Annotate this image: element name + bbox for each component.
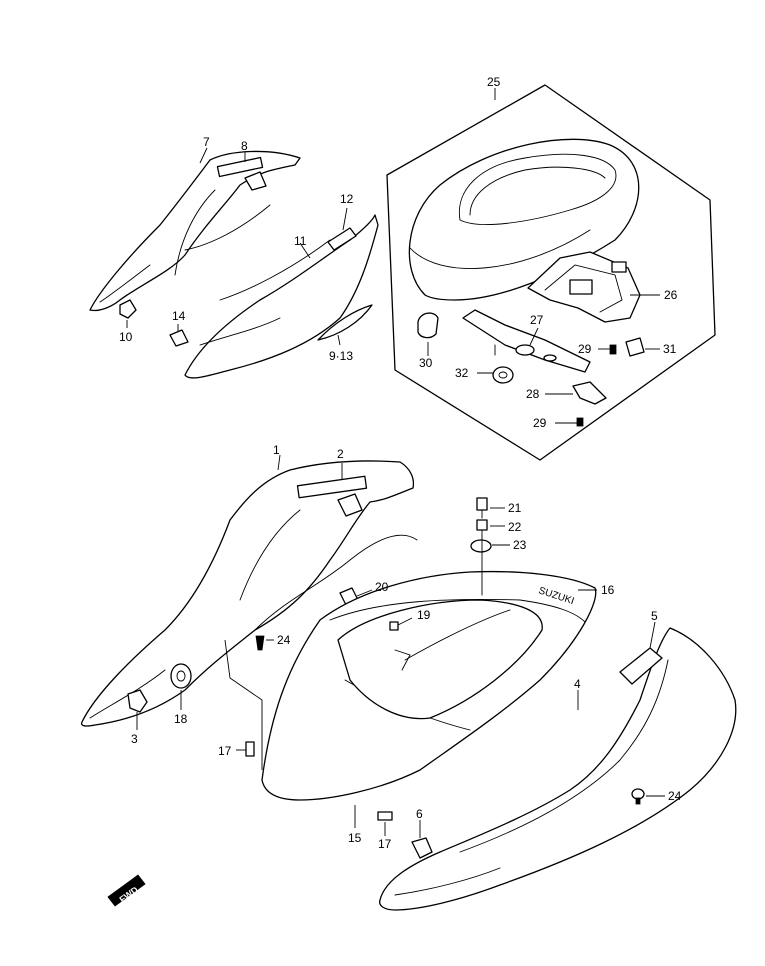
callout-24-left: 24 [277, 633, 291, 647]
callout-14: 14 [172, 309, 186, 323]
duct-5 [619, 647, 663, 685]
callout-31: 31 [663, 342, 677, 356]
seat-cowl [408, 138, 640, 301]
screw-24-right [631, 788, 645, 805]
latch-28 [572, 381, 607, 405]
leader-12 [342, 207, 348, 231]
callout-12: 12 [340, 192, 354, 206]
clip-14 [169, 329, 189, 347]
clip-8-detail [244, 171, 267, 191]
leader-5 [649, 621, 656, 649]
callout-10: 10 [119, 330, 133, 344]
bolt-19 [389, 621, 399, 631]
callout-29-lower: 29 [533, 416, 547, 430]
callout-32: 32 [455, 366, 469, 380]
callout-23: 23 [513, 538, 527, 552]
callout-25: 25 [487, 75, 501, 89]
callout-28: 28 [526, 387, 540, 401]
damper-31 [625, 337, 645, 357]
callout-21: 21 [508, 501, 522, 515]
callout-17-left: 17 [218, 744, 232, 758]
tail-cover-11 [184, 214, 379, 379]
frame-cover-1 [80, 460, 415, 727]
callout-19: 19 [417, 608, 431, 622]
grommet-32 [492, 366, 514, 384]
callout-9-13: 9·13 [329, 349, 353, 363]
callout-20: 20 [375, 580, 389, 594]
callout-27: 27 [530, 313, 544, 327]
callout-1: 1 [273, 443, 280, 457]
seat-cowl-bracket-26 [527, 251, 641, 323]
pointer-1-to-15 [224, 639, 263, 770]
rubber-cushion-30 [417, 312, 439, 339]
callout-labels: 1 2 3 4 5 6 7 8 10 11 12 9·13 14 15 16 1… [119, 75, 682, 851]
callout-3: 3 [131, 732, 138, 746]
tape-17-bottom [377, 811, 393, 821]
collar-22 [476, 519, 488, 531]
frame-cover-main-group [80, 454, 418, 770]
screw-29-lower [576, 417, 584, 427]
callout-26: 26 [664, 288, 678, 302]
callout-5: 5 [651, 609, 658, 623]
leader-11 [299, 242, 311, 259]
clip-3 [127, 689, 148, 713]
screw-21 [476, 497, 488, 519]
screw-24-left [255, 635, 265, 651]
clip-6 [411, 837, 433, 859]
duct-2 [296, 475, 368, 499]
callout-22: 22 [508, 520, 522, 534]
tail-cover-4 [379, 627, 737, 911]
clip-10 [119, 299, 137, 319]
leader-1 [277, 454, 281, 471]
leader-9-13 [337, 334, 341, 346]
washer-23 [470, 539, 492, 553]
callout-6: 6 [416, 807, 423, 821]
tail-cover-right-group [379, 621, 737, 911]
leader-27 [529, 327, 539, 346]
grommet-18 [170, 663, 192, 689]
mounting-plate-27 [462, 309, 591, 373]
callout-15: 15 [348, 831, 362, 845]
leader-19 [397, 617, 413, 626]
kit-outline-hexagon [386, 84, 716, 461]
screw-29-upper [609, 344, 617, 355]
tail-frame-group: SUZUKI [236, 497, 597, 836]
callout-24-right: 24 [668, 789, 682, 803]
callout-11: 11 [294, 234, 307, 248]
callout-4: 4 [574, 677, 581, 691]
trim-9-13 [317, 304, 373, 341]
callout-30: 30 [419, 356, 433, 370]
clip-2-detail [337, 493, 363, 517]
callout-7: 7 [203, 135, 210, 149]
callout-8: 8 [241, 139, 248, 153]
leader-7 [199, 147, 208, 164]
leader-20 [356, 589, 373, 597]
duct-12 [327, 227, 357, 251]
duct-8 [216, 156, 264, 178]
callout-2: 2 [337, 447, 344, 461]
frame-cover-small-group [89, 147, 379, 379]
callout-16: 16 [601, 583, 615, 597]
callout-29-upper: 29 [578, 342, 592, 356]
seat-cowl-kit-group [386, 84, 716, 461]
callout-18: 18 [174, 712, 188, 726]
forward-direction-badge: FWD [107, 874, 146, 907]
forward-arrow-icon [107, 874, 146, 907]
tape-17-left [245, 741, 255, 757]
callout-17-bottom: 17 [378, 837, 392, 851]
tail-inner-16 [337, 599, 543, 720]
